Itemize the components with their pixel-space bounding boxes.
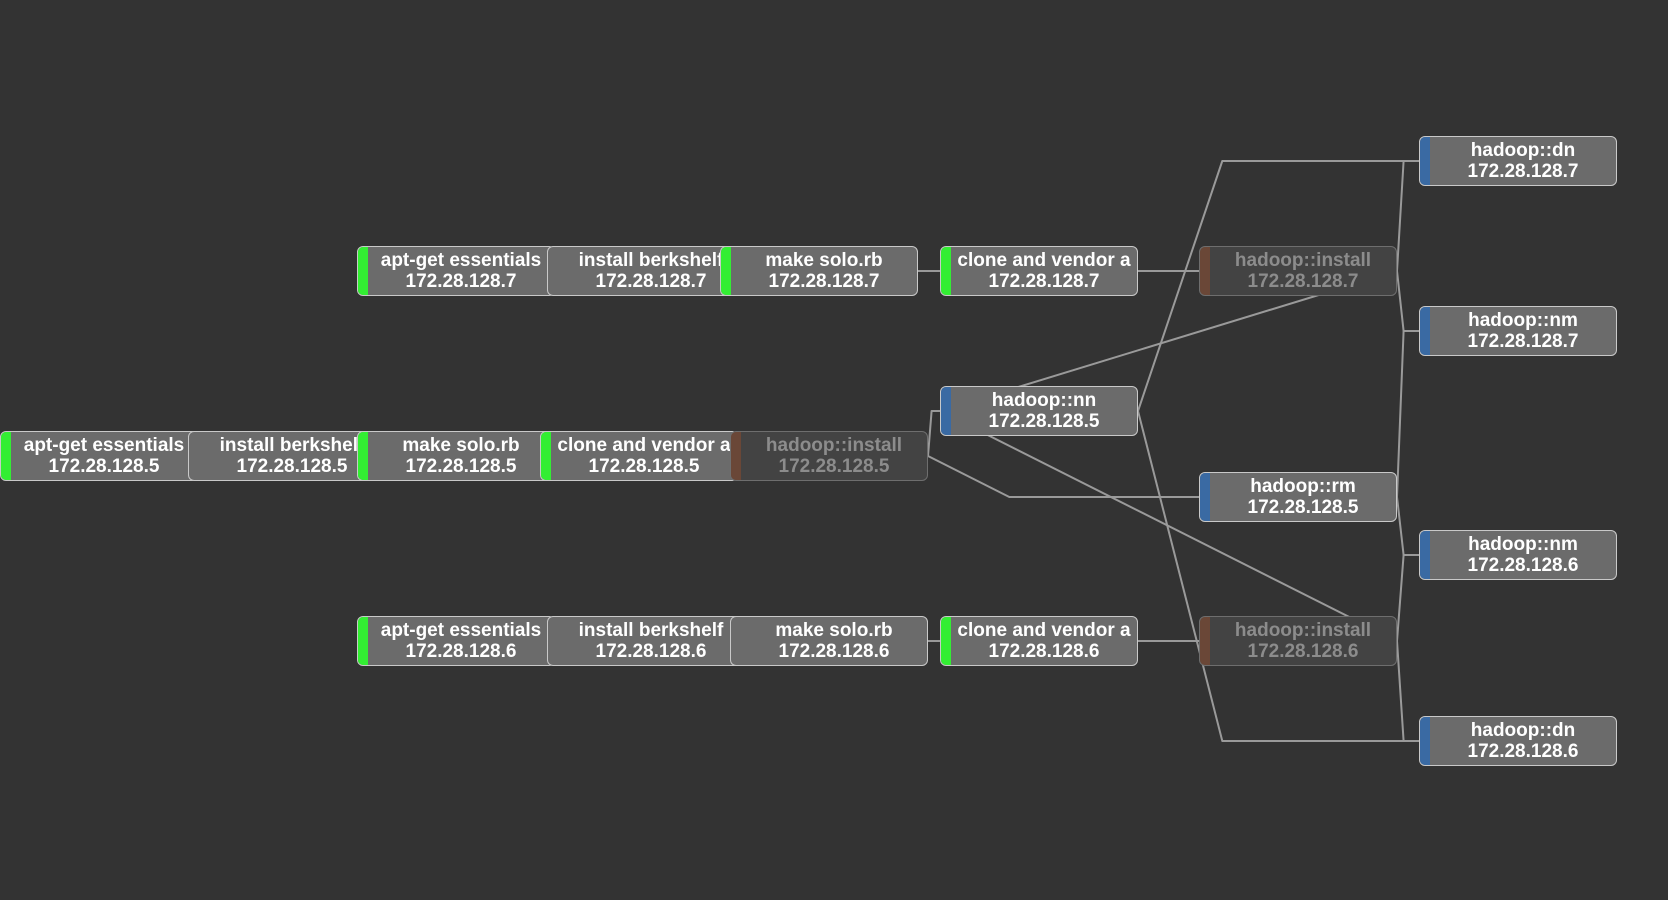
task-ip: 172.28.128.6	[1247, 641, 1359, 662]
edge-inst6-dn6	[1396, 640, 1419, 742]
task-ip: 172.28.128.7	[405, 271, 517, 292]
edge-nn5-dn7	[1137, 160, 1419, 412]
status-bar	[548, 247, 558, 295]
task-ip: 172.28.128.5	[988, 411, 1100, 432]
task-title: hadoop::install	[1234, 250, 1372, 271]
task-title: clone and vendor a	[557, 435, 731, 456]
edge-inst7-nm7	[1396, 270, 1419, 332]
task-title: hadoop::install	[1234, 620, 1372, 641]
edge-inst7-dn7	[1396, 160, 1419, 272]
status-bar	[731, 432, 741, 480]
task-ip: 172.28.128.5	[236, 456, 348, 477]
task-title: apt-get essentials	[380, 620, 542, 641]
status-bar	[1420, 531, 1430, 579]
task-title: make solo.rb	[402, 435, 520, 456]
task-ip: 172.28.128.7	[768, 271, 880, 292]
task-title: install berkshelf	[578, 250, 724, 271]
task-ip: 172.28.128.6	[1467, 555, 1579, 576]
task-ip: 172.28.128.5	[405, 456, 517, 477]
task-title: hadoop::rm	[1250, 476, 1356, 497]
task-title: hadoop::install	[765, 435, 903, 456]
edge-inst5-rm5	[927, 455, 1199, 498]
task-title: install berkshelf	[219, 435, 365, 456]
status-bar	[358, 617, 368, 665]
task-ip: 172.28.128.7	[1467, 331, 1579, 352]
task-title: hadoop::dn	[1470, 140, 1576, 161]
status-bar	[1200, 473, 1210, 521]
task-ip: 172.28.128.6	[595, 641, 707, 662]
task-title: hadoop::nm	[1468, 534, 1578, 555]
status-bar	[1420, 137, 1430, 185]
task-title: hadoop::nn	[991, 390, 1097, 411]
status-bar	[941, 247, 951, 295]
edge-inst6-nn5	[939, 410, 1398, 642]
status-bar	[548, 617, 558, 665]
task-title: make solo.rb	[775, 620, 893, 641]
edge-inst6-nm6	[1396, 554, 1419, 642]
task-title: apt-get essentials	[380, 250, 542, 271]
task-ip: 172.28.128.7	[595, 271, 707, 292]
task-ip: 172.28.128.5	[778, 456, 890, 477]
task-ip: 172.28.128.5	[48, 456, 160, 477]
task-title: hadoop::dn	[1470, 720, 1576, 741]
status-bar	[541, 432, 551, 480]
task-ip: 172.28.128.6	[988, 641, 1100, 662]
status-bar	[721, 247, 731, 295]
status-bar	[1, 432, 11, 480]
task-title: install berkshelf	[578, 620, 724, 641]
task-title: hadoop::nm	[1468, 310, 1578, 331]
task-title: make solo.rb	[765, 250, 883, 271]
status-bar	[941, 617, 951, 665]
task-title: clone and vendor a	[957, 250, 1131, 271]
edge-rm5-nm6	[1396, 496, 1419, 556]
status-bar	[1420, 717, 1430, 765]
task-ip: 172.28.128.6	[405, 641, 517, 662]
task-ip: 172.28.128.7	[1467, 161, 1579, 182]
edge-nn5-dn6	[1137, 410, 1419, 742]
task-ip: 172.28.128.5	[1247, 497, 1359, 518]
task-ip: 172.28.128.6	[778, 641, 890, 662]
status-bar	[1200, 617, 1210, 665]
status-bar	[731, 617, 741, 665]
status-bar	[941, 387, 951, 435]
task-title: clone and vendor a	[957, 620, 1131, 641]
task-ip: 172.28.128.6	[1467, 741, 1579, 762]
task-ip: 172.28.128.7	[1247, 271, 1359, 292]
status-bar	[1420, 307, 1430, 355]
status-bar	[1200, 247, 1210, 295]
edge-inst5-nn5	[927, 410, 940, 457]
task-title: apt-get essentials	[23, 435, 185, 456]
edge-rm5-nm7	[1396, 330, 1419, 498]
task-ip: 172.28.128.7	[988, 271, 1100, 292]
status-bar	[189, 432, 199, 480]
status-bar	[358, 432, 368, 480]
status-bar	[358, 247, 368, 295]
task-ip: 172.28.128.5	[588, 456, 700, 477]
